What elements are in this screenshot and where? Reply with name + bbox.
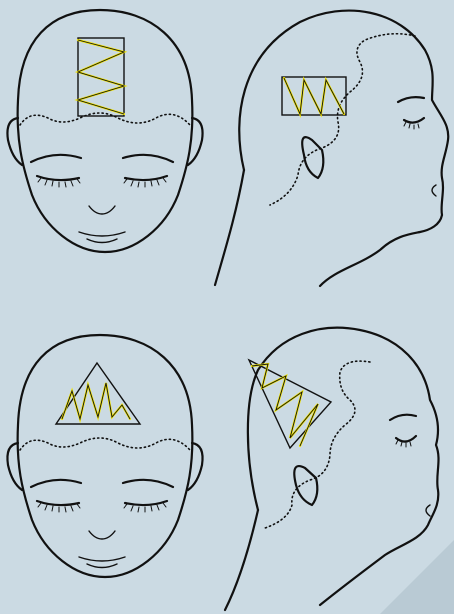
hair-sectioning-diagram — [0, 0, 454, 614]
background — [0, 0, 454, 614]
